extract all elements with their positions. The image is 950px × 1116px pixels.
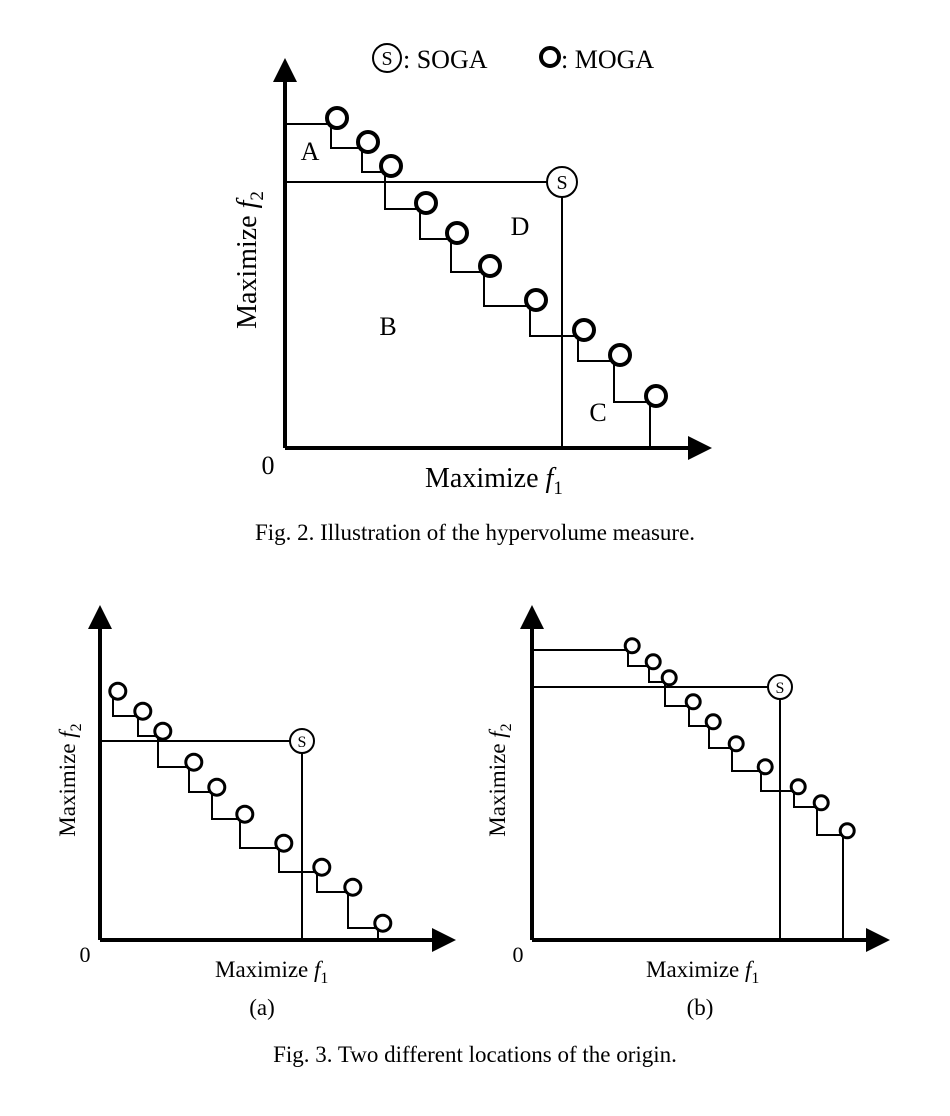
moga-point: [373, 913, 393, 933]
origin-a-plot: S: [100, 681, 393, 940]
region-label-b: B: [379, 312, 396, 341]
y-axis-label: Maximize f2: [232, 191, 268, 329]
soga-point: [546, 166, 578, 198]
figure-3-caption: Fig. 3. Two different locations of the o…: [273, 1042, 677, 1067]
hypervolume-plot: S: [285, 106, 668, 448]
soga-legend-symbol: S: [381, 48, 392, 70]
moga-staircase: [285, 123, 651, 448]
legend: S : SOGA : MOGA: [372, 43, 654, 74]
x-axis-label-a: Maximize f1: [215, 957, 328, 987]
moga-point: [478, 254, 502, 278]
origin-b-plot: S: [532, 637, 856, 940]
panel-label-b: (b): [687, 995, 714, 1020]
moga-point: [704, 713, 722, 731]
region-label-a: A: [301, 137, 320, 166]
panel-label-a: (a): [249, 995, 275, 1020]
moga-point: [379, 154, 403, 178]
moga-point: [789, 778, 807, 796]
soga-point-symbol: S: [776, 680, 785, 697]
moga-point: [445, 221, 469, 245]
moga-point: [727, 735, 745, 753]
moga-point: [414, 191, 438, 215]
moga-point: [623, 637, 641, 655]
moga-legend-marker: [539, 46, 561, 68]
moga-point: [207, 777, 227, 797]
y-axis-label-b: Maximize f2: [485, 723, 515, 836]
moga-staircase: [532, 649, 844, 940]
figure-3b: S 0 Maximize f1 Maximize f2 (b): [485, 605, 890, 1020]
region-label-c: C: [589, 398, 606, 427]
moga-point: [524, 288, 548, 312]
moga-point: [325, 106, 349, 130]
moga-point: [108, 681, 128, 701]
moga-point: [235, 804, 255, 824]
soga-legend-label: : SOGA: [403, 45, 488, 74]
moga-staircase: [112, 696, 379, 940]
figure-2-caption: Fig. 2. Illustration of the hypervolume …: [255, 520, 695, 545]
moga-point: [312, 857, 332, 877]
moga-point: [644, 653, 662, 671]
y-axis-label-a: Maximize f2: [55, 723, 85, 836]
soga-point-symbol: S: [298, 734, 307, 751]
moga-point: [133, 701, 153, 721]
figure-2: S : SOGA : MOGA S A B C D 0 Maximize f1 …: [232, 43, 712, 545]
moga-point: [343, 877, 363, 897]
origin-label-b: 0: [513, 942, 524, 967]
x-axis-label-b: Maximize f1: [646, 957, 759, 987]
moga-point: [184, 752, 204, 772]
moga-point: [684, 693, 702, 711]
moga-legend-label: : MOGA: [561, 45, 654, 74]
moga-point: [756, 758, 774, 776]
soga-point: [767, 674, 793, 700]
moga-point: [660, 669, 678, 687]
soga-point-symbol: S: [556, 172, 567, 194]
moga-point: [356, 130, 380, 154]
origin-label-a: 0: [80, 942, 91, 967]
moga-point: [838, 822, 856, 840]
moga-point: [644, 384, 668, 408]
origin-label: 0: [262, 451, 275, 480]
x-axis-label: Maximize f1: [425, 463, 563, 499]
moga-point: [812, 794, 830, 812]
moga-point: [153, 721, 173, 741]
region-label-d: D: [511, 212, 530, 241]
moga-point: [572, 318, 596, 342]
figure-3a: S 0 Maximize f1 Maximize f2 (a): [55, 605, 456, 1020]
moga-point: [274, 833, 294, 853]
soga-legend-marker: [372, 43, 402, 73]
moga-point: [608, 343, 632, 367]
soga-point: [289, 728, 315, 754]
